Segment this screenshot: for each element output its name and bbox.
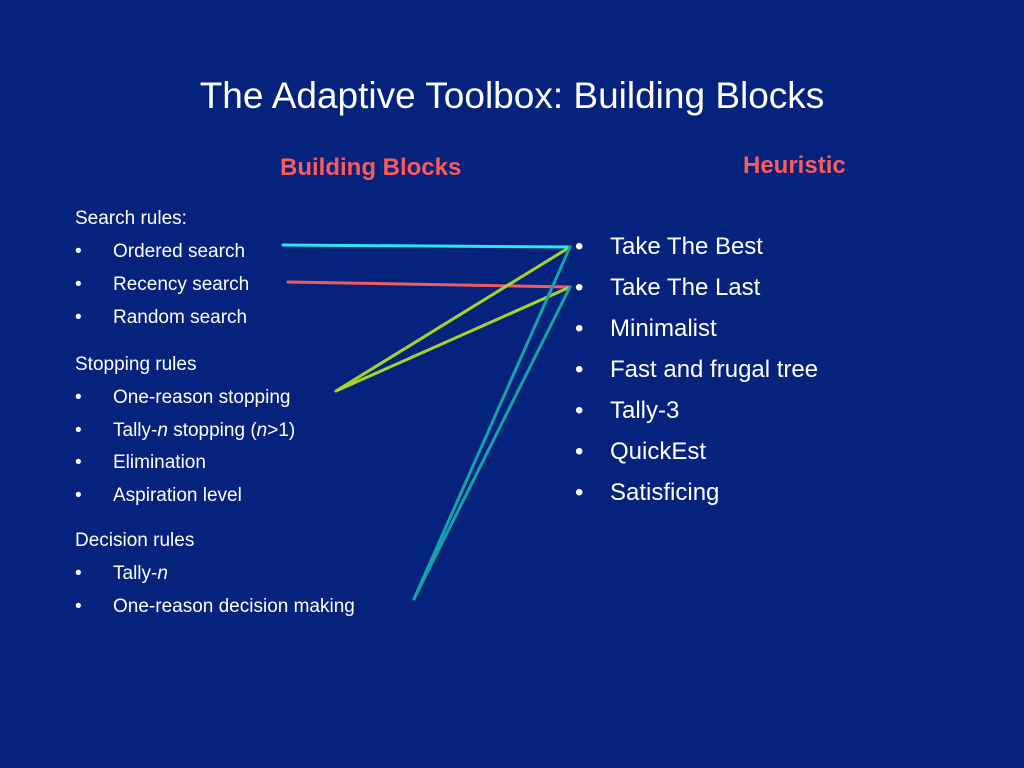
bullet: • bbox=[575, 479, 584, 506]
heuristic-fast-and-frugal-tree: • Fast and frugal tree bbox=[575, 356, 818, 384]
block-label: Recency search bbox=[113, 274, 250, 295]
heuristic-satisficing: • Satisficing bbox=[575, 479, 719, 507]
bullet: • bbox=[75, 241, 82, 262]
heuristic-take-the-last: • Take The Last bbox=[575, 274, 760, 302]
heuristic-quickest: • QuickEst bbox=[575, 438, 706, 466]
bullet: • bbox=[575, 274, 584, 301]
heuristic-take-the-best: • Take The Best bbox=[575, 233, 763, 261]
link-one-reason-decision-take-the-best bbox=[412, 245, 572, 601]
block-label: Aspiration level bbox=[113, 485, 242, 506]
block-recency-search: • Recency search bbox=[75, 274, 249, 296]
block-label: One-reason stopping bbox=[113, 387, 291, 408]
bullet: • bbox=[75, 596, 82, 617]
link-ordered-search-take-the-best bbox=[281, 243, 572, 249]
bullet: • bbox=[575, 233, 584, 260]
link-one-reason-stopping-take-the-best bbox=[334, 245, 572, 393]
block-one-reason-stopping: • One-reason stopping bbox=[75, 387, 290, 409]
bullet: • bbox=[75, 420, 82, 441]
block-tally-n: • Tally-n bbox=[75, 563, 168, 585]
block-label-italic: n bbox=[157, 563, 168, 584]
search-rules-label: Search rules: bbox=[75, 208, 187, 229]
slide-title: The Adaptive Toolbox: Building Blocks bbox=[199, 75, 825, 116]
bullet: • bbox=[575, 397, 584, 424]
bullet: • bbox=[75, 274, 82, 295]
block-label-part: Tally- bbox=[113, 563, 158, 584]
decision-rules-label: Decision rules bbox=[75, 530, 195, 551]
link-one-reason-decision-take-the-last bbox=[412, 285, 572, 601]
bullet: • bbox=[575, 315, 584, 342]
bullet: • bbox=[75, 485, 82, 506]
link-one-reason-stopping-take-the-last bbox=[334, 285, 572, 393]
block-label-italic: n bbox=[157, 420, 168, 441]
block-label: Random search bbox=[113, 307, 248, 328]
block-label-part: stopping ( bbox=[167, 420, 257, 441]
heuristic-heading: Heuristic bbox=[743, 152, 846, 179]
block-elimination: • Elimination bbox=[75, 452, 206, 474]
bullet: • bbox=[575, 356, 584, 383]
heuristic-minimalist: • Minimalist bbox=[575, 315, 717, 343]
bullet: • bbox=[75, 563, 82, 584]
bullet: • bbox=[575, 438, 584, 465]
block-one-reason-decision-making: • One-reason decision making bbox=[75, 596, 355, 618]
stopping-rules-label: Stopping rules bbox=[75, 354, 197, 375]
block-aspiration-level: • Aspiration level bbox=[75, 485, 242, 507]
heuristic-label: Take The Last bbox=[610, 274, 761, 301]
bullet: • bbox=[75, 387, 82, 408]
block-tally-n-stopping: •Tally-n stopping (n>1) bbox=[75, 420, 295, 442]
heuristic-label: Take The Best bbox=[610, 233, 763, 260]
block-ordered-search: • Ordered search bbox=[75, 241, 245, 263]
link-recency-search-take-the-last bbox=[286, 280, 572, 289]
block-label: Ordered search bbox=[113, 241, 246, 262]
heuristic-label: Satisficing bbox=[610, 479, 720, 506]
block-label: Elimination bbox=[113, 452, 206, 473]
heuristic-label: Tally-3 bbox=[610, 397, 680, 424]
block-label-part: Tally- bbox=[113, 420, 158, 441]
heuristic-label: QuickEst bbox=[610, 438, 707, 465]
heuristic-label: Fast and frugal tree bbox=[610, 356, 819, 383]
block-label-italic: n bbox=[256, 420, 268, 441]
block-random-search: • Random search bbox=[75, 307, 247, 329]
bullet: • bbox=[75, 307, 82, 328]
block-label: One-reason decision making bbox=[113, 596, 355, 617]
heuristic-label: Minimalist bbox=[610, 315, 717, 342]
heuristic-tally-3: • Tally-3 bbox=[575, 397, 679, 425]
building-blocks-heading: Building Blocks bbox=[280, 154, 462, 181]
bullet: • bbox=[75, 452, 82, 473]
block-label-part: >1) bbox=[267, 420, 296, 441]
